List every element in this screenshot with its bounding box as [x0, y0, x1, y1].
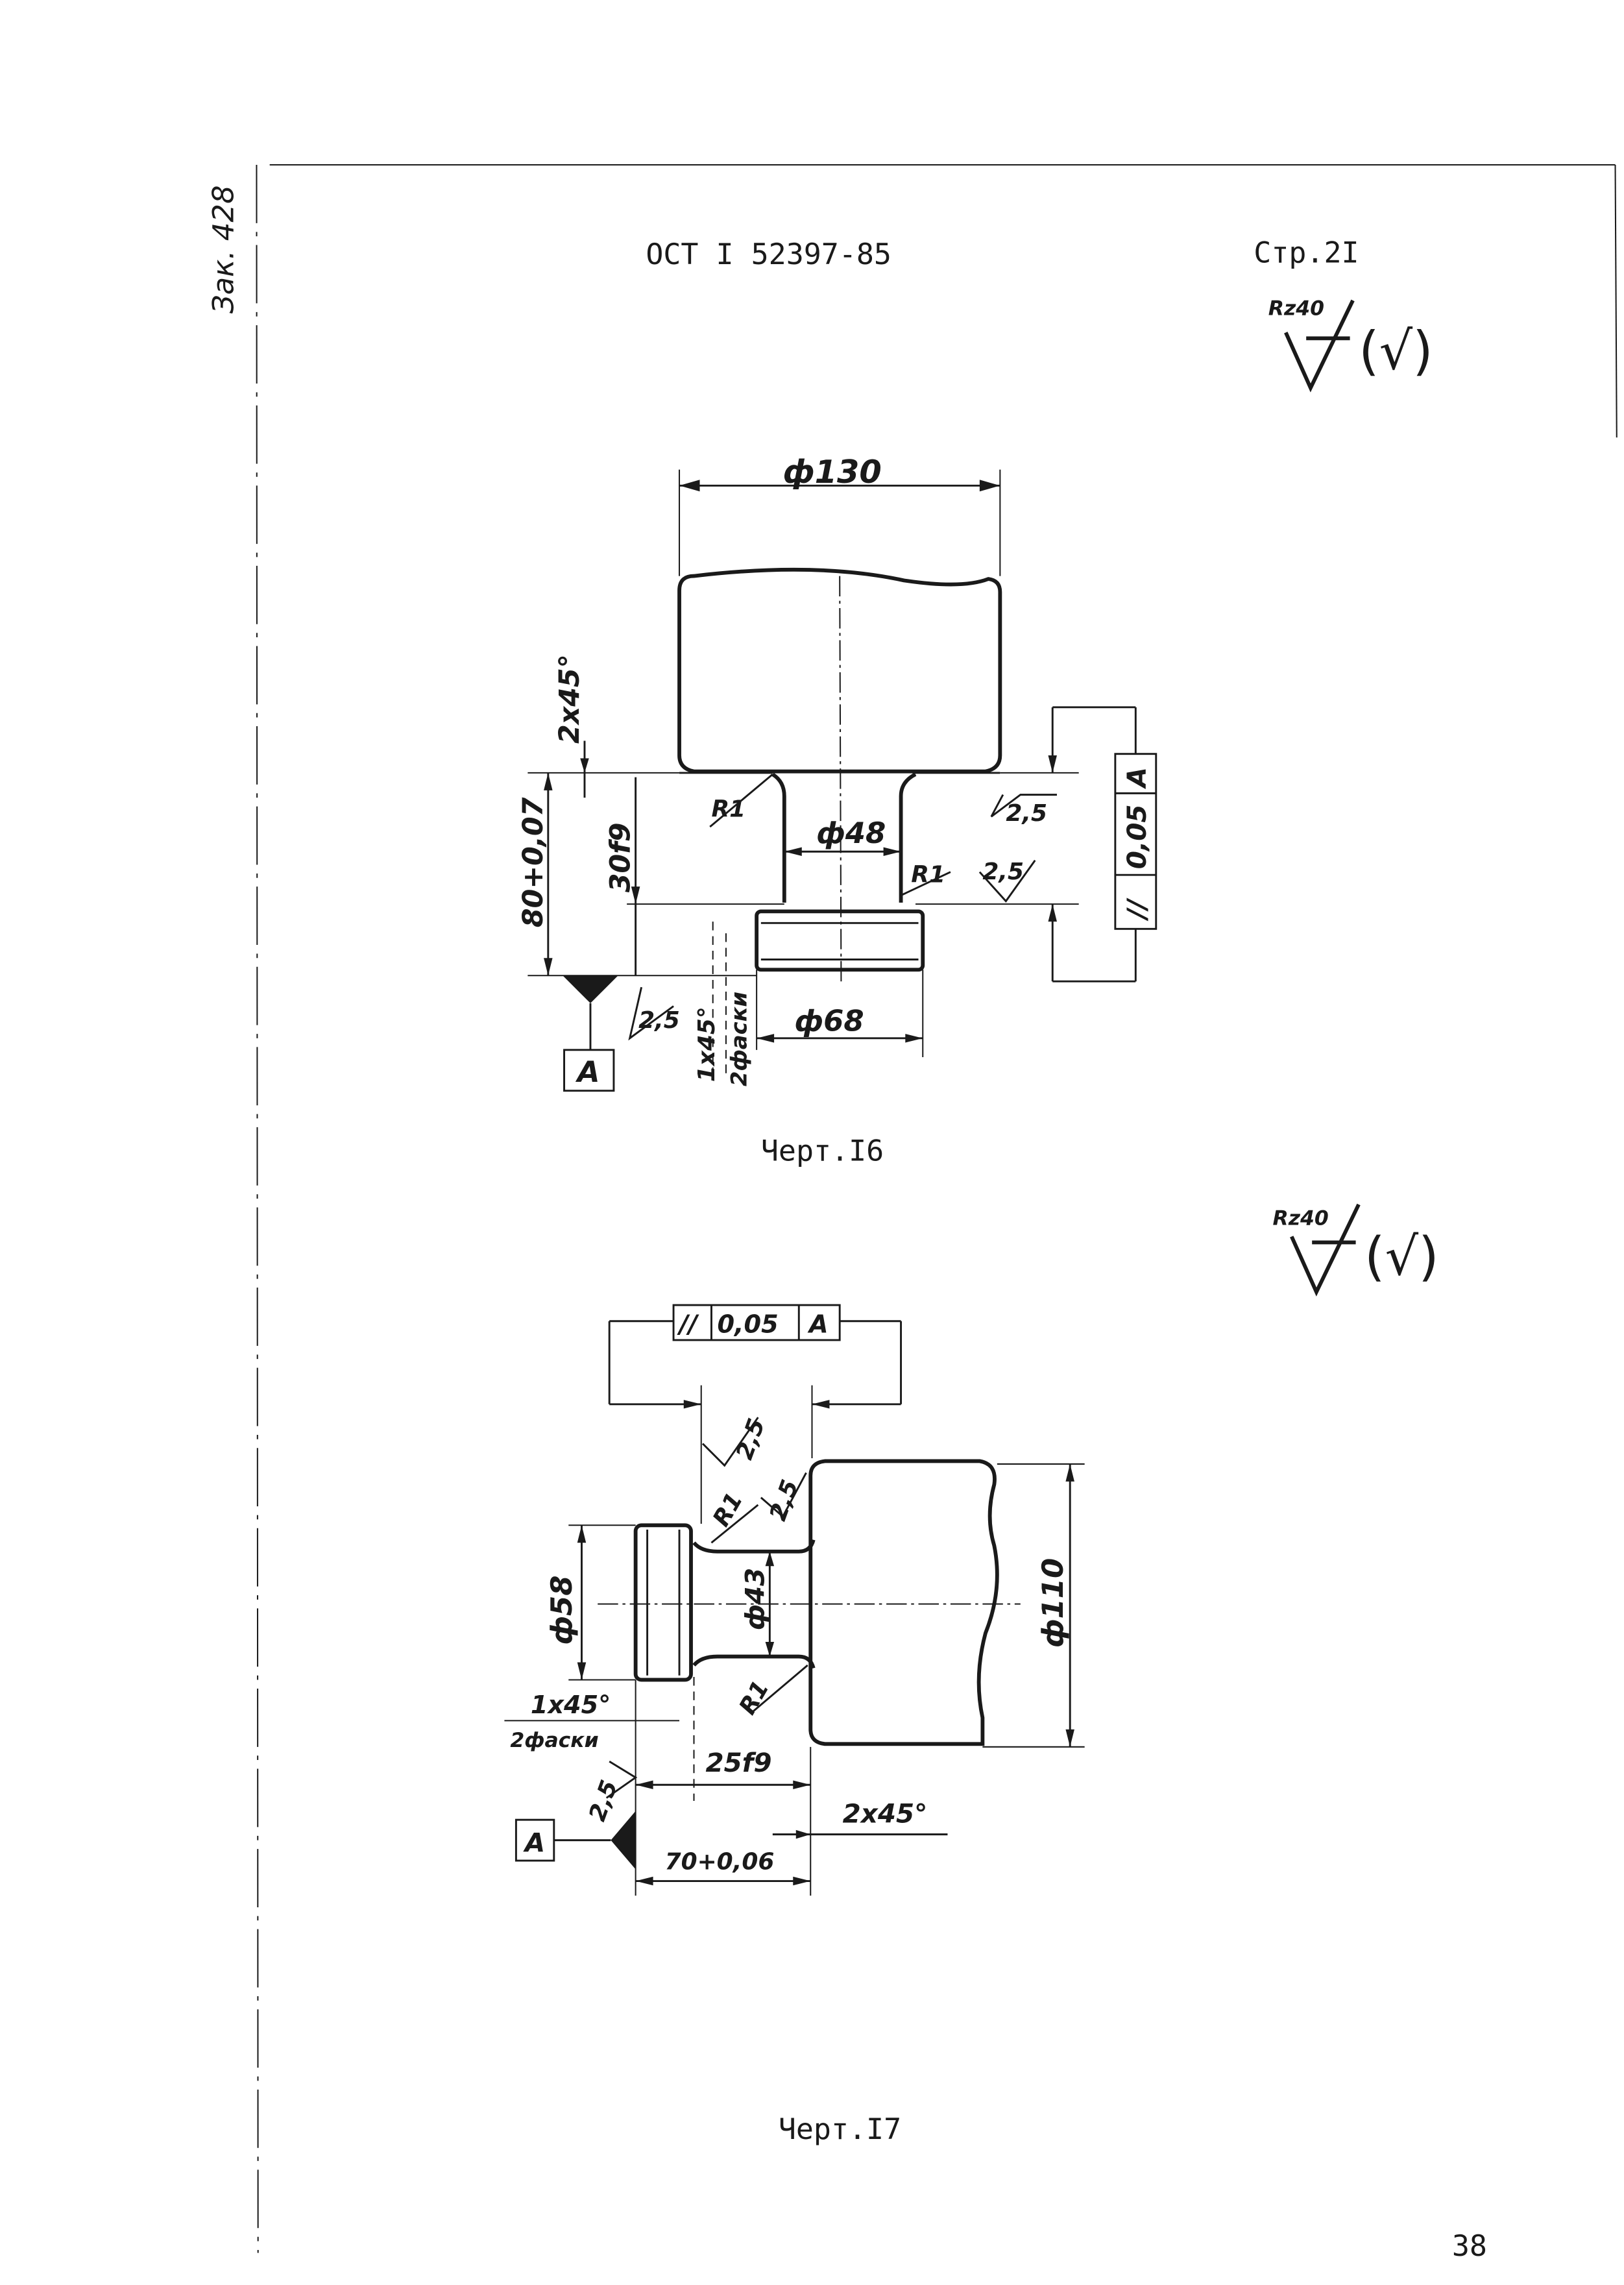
fig17-dim-d58: ф58 [544, 1575, 579, 1644]
fig17-drawing: // 0,05 A ф58 ф43 [504, 1304, 1085, 1896]
fig17-caption: Черт.I7 [779, 2112, 901, 2146]
fig17-dim-r1-a: R1 [708, 1488, 748, 1531]
fig16-dim-chamfer-bottom: 1х45° [694, 1007, 720, 1082]
page-frame [256, 164, 1618, 2253]
fig16-dim-d68: ф68 [795, 1004, 864, 1038]
fig17-roughness-bracket: (√) [1364, 1227, 1439, 1288]
fig17-dim-chamfer-small-note: 2фаски [510, 1729, 598, 1752]
fig16-roughness-bracket: (√) [1359, 321, 1433, 382]
fig17-rough-a: 2,5 [731, 1415, 770, 1463]
fig16-datum-label: A [576, 1055, 600, 1089]
fig17-dim-d43: ф43 [739, 1568, 770, 1630]
fig16-caption: Черт.I6 [761, 1134, 884, 1168]
fig16-roughness-value: Rz40 [1268, 297, 1324, 320]
fig17-tol-datum: A [807, 1311, 829, 1339]
fig16-dim-fit30: 30f9 [605, 822, 637, 892]
fig17-tol-value: 0,05 [717, 1311, 778, 1339]
fig17-roughness-symbol: Rz40 (√) [1273, 1203, 1439, 1297]
fig16-roughness-symbol: Rz40 (√) [1268, 297, 1433, 393]
fig17-dim-chamfer-large: 2х45° [843, 1798, 928, 1829]
fig16-dim-r1-b: R1 [911, 861, 945, 888]
fig17-datum-label: A [523, 1827, 545, 1859]
fig16-tol-datum: A [1121, 767, 1152, 789]
fig17-dim-d110: ф110 [1036, 1558, 1070, 1648]
fig16-dim-d48: ф48 [816, 816, 886, 850]
fig16-tol-value: 0,05 [1121, 804, 1152, 869]
fig17-rough-c: 2,5 [584, 1777, 623, 1825]
fig16-rough-c: 2,5 [638, 1007, 680, 1034]
fig17-dim-tol70: 70+0,06 [665, 1849, 775, 1876]
fig16-dim-r1-a: R1 [711, 796, 745, 822]
fig16-drawing: ф130 ф48 ф68 80+0,07 30f9 2х45° R1 R1 [517, 453, 1157, 1092]
fig16-dim-chamfer-top: 2х45° [553, 654, 586, 744]
fig16-dim-d130: ф130 [783, 453, 882, 491]
page-number: 38 [1452, 2229, 1487, 2263]
fig17-dim-fit25: 25f9 [705, 1747, 771, 1778]
fig17-rough-b: 2,5 [765, 1476, 804, 1524]
fig16-dim-tol80: 80+0,07 [517, 797, 550, 927]
fig16-tol-symbol: // [1121, 898, 1152, 922]
fig17-roughness-value: Rz40 [1273, 1206, 1329, 1230]
fig17-dim-r1-b: R1 [734, 1676, 775, 1719]
standard-number: ОСТ I 52397-85 [646, 237, 891, 271]
fig17-tol-symbol: // [677, 1311, 699, 1339]
fig16-dim-chamfer-bottom-note: 2фаски [726, 992, 751, 1086]
fig16-rough-a: 2,5 [1006, 800, 1047, 827]
fig17-dim-chamfer-small: 1х45° [531, 1691, 611, 1720]
fig16-rough-b: 2,5 [982, 859, 1024, 885]
page-label: Стр.2I [1254, 236, 1359, 270]
side-note: Зак. 428 [206, 185, 240, 313]
